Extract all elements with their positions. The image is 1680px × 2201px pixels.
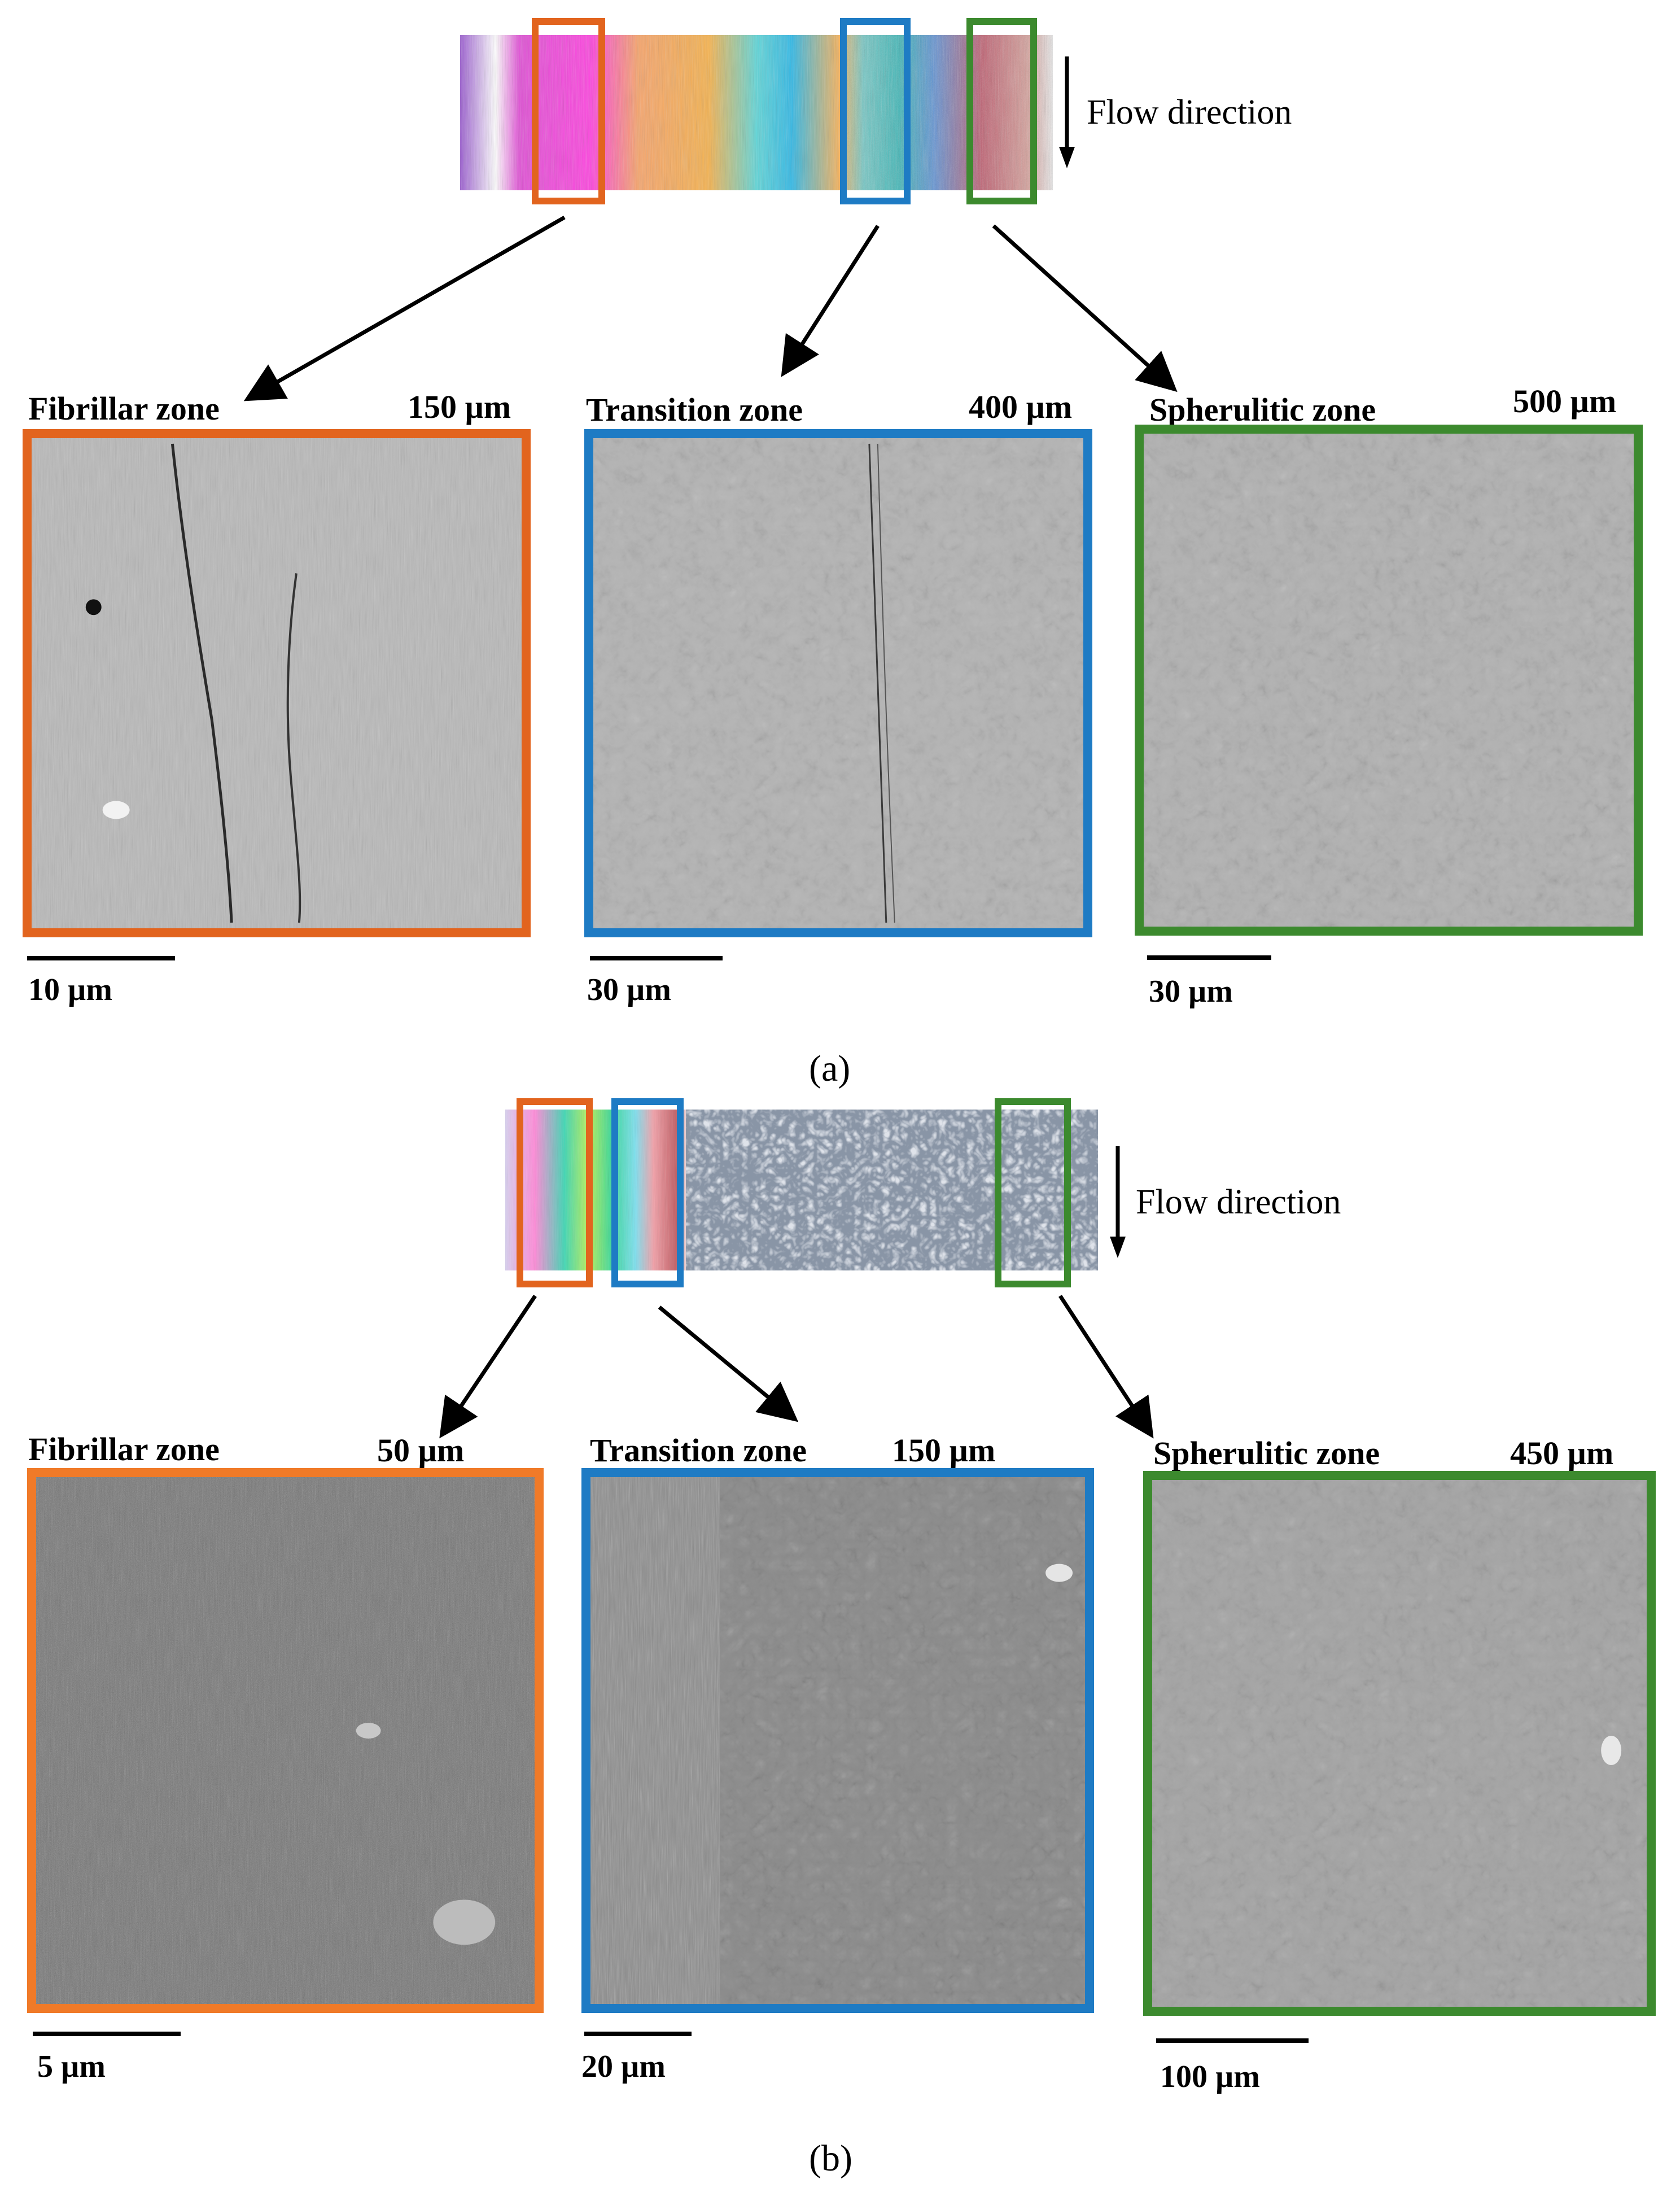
figure-b-spherulitic-micrograph [1143, 1471, 1656, 2016]
figure-b-flow-arrow [1110, 1146, 1126, 1258]
figure-b-fibrillar-micrograph [27, 1468, 544, 2013]
figure-b-transition-scale-label: 20 µm [581, 2049, 666, 2084]
figure-b-fibrillar-scale-label: 5 µm [37, 2049, 106, 2084]
figure-a-transition-title: Transition zone [586, 391, 803, 428]
figure-a-transition-depth: 400 µm [969, 388, 1073, 425]
figure-a-spherulitic-depth: 500 µm [1513, 383, 1617, 420]
figure-a-polarized-strip [460, 35, 1053, 190]
figure-b-spherulitic-scale-bar [1156, 2038, 1309, 2043]
figure-a-fibrillar-depth: 150 µm [408, 388, 511, 425]
figure-a-spherulitic-scale-bar [1147, 955, 1271, 960]
figure-b-fibrillar-title: Fibrillar zone [28, 1431, 220, 1468]
figure-a-spherulitic-title: Spherulitic zone [1149, 391, 1376, 428]
figure-a-fibrillar-title: Fibrillar zone [28, 390, 220, 427]
figure-b-transition-marker [611, 1098, 684, 1287]
figure-b-spherulitic-depth: 450 µm [1510, 1435, 1614, 1471]
figure-a-fibrillar-marker [532, 18, 605, 204]
figure-b-flow-label: Flow direction [1136, 1183, 1341, 1221]
figure-b-fibrillar-scale-bar [33, 2032, 181, 2036]
figure-a-spherulitic-scale-label: 30 µm [1149, 974, 1233, 1009]
figure-b-fibrillar-depth: 50 µm [377, 1432, 465, 1469]
figure-b-spherulitic-marker [995, 1098, 1071, 1287]
figure-b-transition-depth: 150 µm [892, 1432, 996, 1469]
figure-a-transition-scale-bar [590, 956, 723, 960]
figure-a-sublabel: (a) [809, 1048, 851, 1089]
figure-b-fibrillar-marker [517, 1098, 593, 1287]
figure-a-transition-scale-label: 30 µm [587, 972, 671, 1007]
figure-a-connector-arrows [243, 215, 1178, 401]
figure-b-connector-arrows [439, 1295, 1154, 1439]
figure-b-spherulitic-scale-label: 100 µm [1160, 2059, 1260, 2094]
figure-b-transition-title: Transition zone [590, 1432, 807, 1469]
figure-a-spherulitic-marker [966, 18, 1037, 204]
figure-b-sublabel: (b) [809, 2138, 852, 2179]
figure-a-spherulitic-micrograph [1135, 425, 1643, 936]
figure-a-transition-micrograph [584, 429, 1092, 937]
figure-a-fibrillar-micrograph [23, 429, 531, 937]
figure-b-transition-micrograph [581, 1468, 1094, 2013]
figure-a-fibrillar-scale-bar [27, 956, 175, 960]
figure-a-flow-label: Flow direction [1087, 93, 1292, 132]
figure-b-spherulitic-title: Spherulitic zone [1153, 1435, 1380, 1471]
figure-a-transition-marker [840, 18, 911, 204]
figure-a-flow-arrow [1059, 56, 1075, 168]
figure-a-fibrillar-scale-label: 10 µm [28, 972, 112, 1007]
figure-b-transition-scale-bar [584, 2032, 692, 2036]
